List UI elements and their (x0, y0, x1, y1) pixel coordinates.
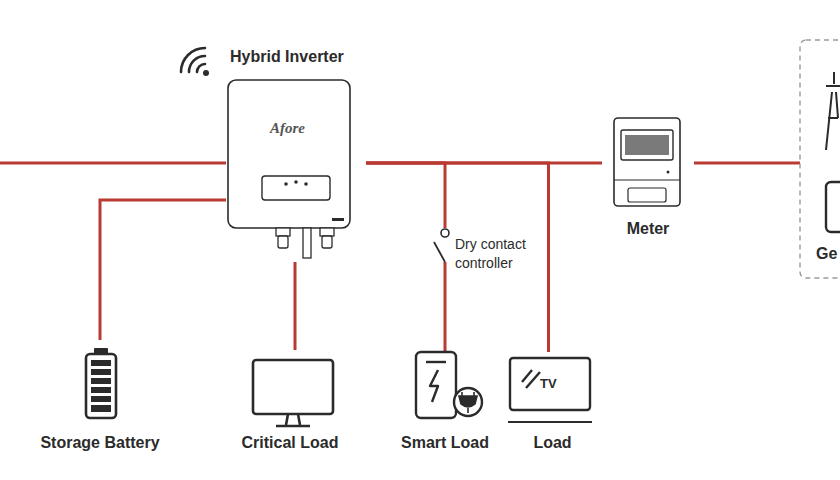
node-label: Critical Load (222, 434, 358, 452)
battery-icon (86, 348, 116, 418)
meter-icon (614, 118, 680, 206)
monitor-icon (253, 360, 333, 426)
switch-symbol (434, 229, 449, 276)
inverter-body (228, 80, 350, 258)
battery-node: Storage Battery (27, 340, 173, 452)
inverter-node: Hybrid InverterAfore (226, 44, 366, 262)
power-wire (366, 163, 549, 352)
power-wire (100, 200, 226, 340)
tv-icon (508, 358, 592, 422)
power-wire (366, 162, 602, 165)
icon-label: TV (540, 376, 557, 391)
grid-node: Ge (800, 40, 840, 278)
power-wire (694, 162, 800, 165)
power-wire (366, 163, 445, 228)
power-wire (294, 262, 297, 350)
node-label: Hybrid Inverter (230, 48, 344, 66)
pv-input-wire (0, 162, 226, 165)
node-label: Ge (816, 245, 837, 263)
grid-panel (800, 40, 840, 278)
power-wire (444, 276, 447, 352)
load-node: Load (502, 352, 603, 452)
wifi-icon (181, 48, 209, 76)
node-label: Afore (270, 120, 305, 137)
dry-contact-node: Dry contact controller (438, 228, 538, 276)
smart-load-icon (416, 352, 482, 418)
meter-node: Meter (602, 110, 694, 242)
node-label: Smart Load (382, 434, 508, 452)
node-label: Load (502, 434, 603, 452)
critical-load-node: Critical Load (222, 350, 358, 452)
node-label: Meter (602, 220, 694, 238)
node-label: Storage Battery (27, 434, 173, 452)
smart-load-node: Smart Load (382, 352, 508, 452)
node-label: Dry contact controller (455, 235, 537, 273)
